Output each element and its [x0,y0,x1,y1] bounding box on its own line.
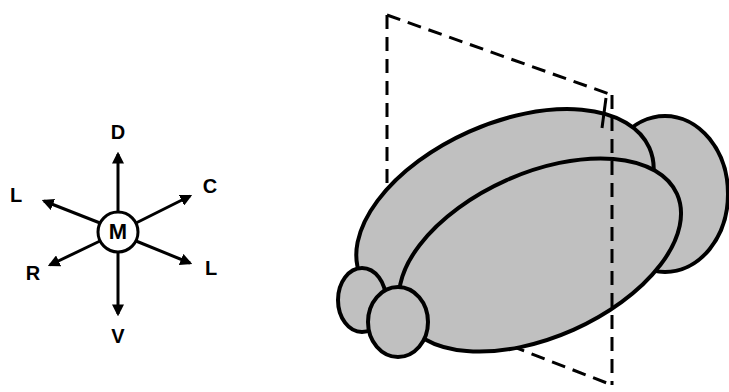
direction-label: D [111,122,125,142]
direction-label: R [26,263,40,283]
direction-label: L [205,258,217,278]
direction-label: L [10,185,22,205]
section-plane-front [602,95,612,385]
center-circle: M [96,210,140,254]
direction-label: C [203,176,217,196]
direction-label: V [111,326,124,346]
circle-label: M [96,210,140,243]
compass-arrows [44,154,190,314]
brain [325,67,728,391]
